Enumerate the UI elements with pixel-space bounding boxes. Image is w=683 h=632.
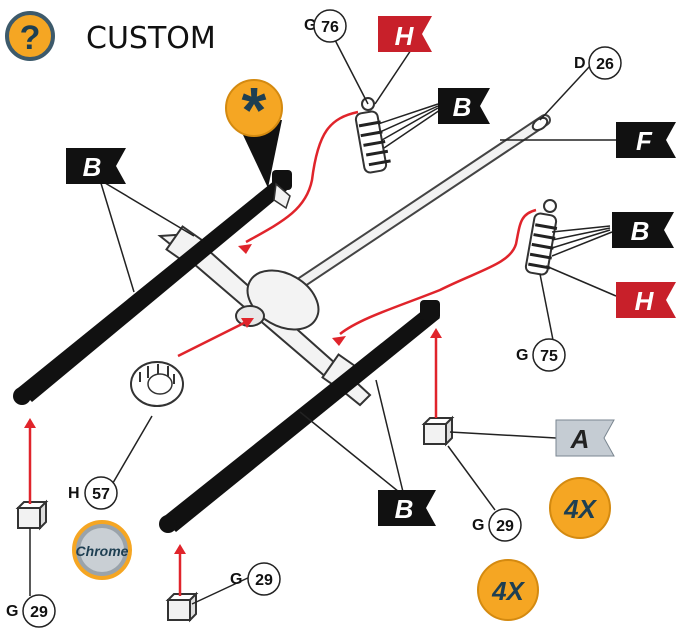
axle-rod (284, 114, 551, 296)
help-icon-glyph: ? (20, 19, 41, 57)
callout-g76-letter: G (304, 17, 316, 34)
callout-d26: D 26 (574, 46, 622, 80)
quantity-badge-1-label: 4X (563, 494, 597, 524)
cube-part-left (15, 499, 49, 531)
flag-b-bottom: B (378, 490, 436, 526)
callout-g29-left-number: 29 (30, 604, 48, 621)
flag-b-bottom-label: B (395, 494, 414, 524)
flag-b-left-label: B (83, 152, 102, 182)
callout-h57-number: 57 (92, 486, 110, 503)
help-icon (5, 11, 55, 61)
flag-b-mid-right: B (612, 212, 674, 248)
flag-f: F (616, 122, 676, 158)
flag-a: A (555, 419, 615, 457)
callout-g29-left: G 29 (6, 594, 56, 628)
page-title: CUSTOM (86, 21, 216, 56)
right-suspension-arm (159, 300, 440, 533)
callout-g76-number: 76 (321, 19, 339, 36)
quantity-badge-2: 4X (477, 559, 539, 621)
cube-part-right (421, 415, 455, 447)
callout-h57: H 57 (68, 476, 118, 510)
chrome-badge-label: Chrome (76, 543, 129, 559)
callout-h57-letter: H (68, 485, 80, 502)
flag-h-top-label: H (395, 21, 415, 51)
chrome-badge: Chrome (72, 520, 132, 580)
asterisk-badge: * (225, 74, 283, 188)
asterisk-icon: * (242, 74, 267, 146)
callout-g29-left-letter: G (6, 603, 18, 620)
differential (246, 269, 320, 331)
callout-g75: G 75 (516, 338, 566, 372)
flag-f-label: F (636, 126, 653, 156)
flag-b-top-right-label: B (453, 92, 472, 122)
quantity-badge-2-label: 4X (491, 576, 525, 606)
callout-d26-number: 26 (596, 56, 614, 73)
callout-g29-bottom-letter: G (230, 571, 242, 588)
callout-g29-bottom-number: 29 (255, 572, 273, 589)
gear-part (130, 361, 184, 407)
callout-g29-right-letter: G (472, 517, 484, 534)
left-suspension-arm (13, 170, 292, 405)
callout-g76: G 76 (304, 9, 347, 43)
red-arrows (24, 110, 537, 596)
callout-g29-right-number: 29 (496, 518, 514, 535)
leader-lines (29, 39, 617, 605)
callout-g29-right: G 29 (472, 508, 522, 542)
flag-b-mid-right-label: B (631, 216, 650, 246)
callout-g75-letter: G (516, 347, 528, 364)
callout-g75-number: 75 (540, 348, 558, 365)
flag-b-left: B (66, 148, 126, 184)
flag-h-mid-right: H (616, 282, 676, 318)
flag-h-mid-right-label: H (635, 286, 655, 316)
shock-absorber-top (354, 97, 391, 174)
flag-a-label: A (570, 424, 590, 454)
flag-h-top: H (378, 16, 432, 52)
cube-part-bottom (165, 591, 199, 623)
shock-absorber-right (524, 199, 558, 276)
quantity-badge-1: 4X (549, 477, 611, 539)
callout-g29-bottom: G 29 (230, 562, 281, 596)
header: ? CUSTOM (5, 11, 216, 61)
callout-d26-letter: D (574, 55, 586, 72)
flag-b-top-right: B (438, 88, 490, 124)
